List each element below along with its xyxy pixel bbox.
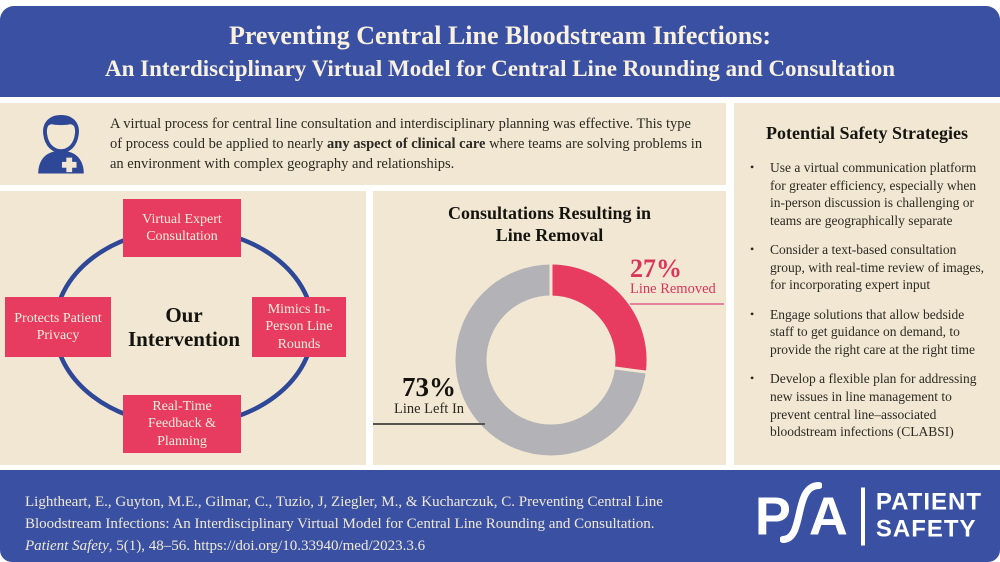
strategies-heading: Potential Safety Strategies <box>766 123 968 143</box>
slice-label-line-removed: 27% Line Removed <box>630 254 724 306</box>
list-item: • Use a virtual communication platform f… <box>750 159 990 229</box>
intervention-box-label: Real-Time Feedback & Planning <box>147 399 217 449</box>
strategies-list: • Use a virtual communication platform f… <box>750 159 990 441</box>
citation-bar: Lightheart, E., Guyton, M.E., Gilmar, C.… <box>0 470 1000 562</box>
slice-percent: 73% <box>402 372 456 402</box>
logo-letter-p: P <box>754 486 791 546</box>
logo-letter-a: A <box>808 486 848 546</box>
citation-part2: , 5(1), 48–56. https://doi.org/10.33940/… <box>108 537 426 554</box>
bullet-icon: • <box>750 160 755 174</box>
intervention-box-privacy: Protects Patient Privacy <box>5 297 111 357</box>
bullet-icon: • <box>750 242 755 257</box>
logo-wordmark-line1: PATIENT <box>875 488 982 516</box>
list-item: • Consider a text-based consultation gro… <box>750 241 990 294</box>
slice-category: Line Removed <box>630 281 716 298</box>
title-banner: Preventing Central Line Bloodstream Infe… <box>0 6 1000 97</box>
diagram-center-label: Our Intervention <box>128 302 240 351</box>
logo-wordmark: PATIENT SAFETY <box>875 488 982 543</box>
donut-chart <box>455 264 647 456</box>
list-item: • Develop a flexible plan for addressing… <box>750 370 990 440</box>
strategy-text: Develop a flexible plan for addressing n… <box>770 371 977 440</box>
safety-strategies-panel: Potential Safety Strategies • Use a virt… <box>734 103 1000 465</box>
summary-text: A virtual process for central line consu… <box>110 114 706 174</box>
logo-s-swoosh-icon <box>779 481 823 550</box>
title-line-1: Preventing Central Line Bloodstream Infe… <box>228 21 772 50</box>
title-line-2: An Interdisciplinary Virtual Model for C… <box>105 56 895 81</box>
chart-title: Consultations Resulting in Line Removal <box>447 203 652 245</box>
bullet-icon: • <box>750 371 755 386</box>
intervention-box-label: Virtual Expert Consultation <box>142 211 222 244</box>
summary-panel: A virtual process for central line consu… <box>0 103 726 185</box>
intervention-box-label: Protects Patient Privacy <box>14 310 102 343</box>
intervention-box-virtual-expert: Virtual Expert Consultation <box>123 199 241 257</box>
logo-wordmark-line2: SAFETY <box>875 515 977 542</box>
citation-part1: Lightheart, E., Guyton, M.E., Gilmar, C.… <box>25 494 663 532</box>
strategy-text: Use a virtual communication platform for… <box>770 160 977 228</box>
slice-label-line-left-in: 73% Line Left In <box>373 372 485 426</box>
summary-text-lead: A virtual process for central line consu… <box>110 116 691 152</box>
slice-percent: 27% <box>630 254 682 283</box>
intervention-box-feedback: Real-Time Feedback & Planning <box>123 395 241 453</box>
list-item: • Engage solutions that allow bedside st… <box>750 306 990 359</box>
slice-category: Line Left In <box>393 401 465 418</box>
citation-text: Lightheart, E., Guyton, M.E., Gilmar, C.… <box>25 492 665 557</box>
bullet-icon: • <box>750 306 755 321</box>
intervention-box-line-rounds: Mimics In-Person Line Rounds <box>252 297 346 357</box>
strategy-text: Consider a text-based consultation group… <box>770 242 985 293</box>
citation-journal: Patient Safety <box>25 537 109 554</box>
strategy-text: Engage solutions that allow bedside staf… <box>770 306 976 357</box>
patient-safety-logo: P A PATIENT SAFETY <box>755 482 982 551</box>
summary-text-tail: where teams are solving problems in an e… <box>110 136 703 172</box>
intervention-diagram-panel: Our Intervention Virtual Expert Consulta… <box>0 191 366 465</box>
intervention-box-label: Mimics In-Person Line Rounds <box>265 302 333 352</box>
donut-chart-panel: Consultations Resulting in Line Removal … <box>373 191 726 465</box>
summary-text-bold: any aspect of clinical care <box>327 136 486 152</box>
logo-divider <box>860 487 865 545</box>
clinician-icon <box>30 113 92 175</box>
